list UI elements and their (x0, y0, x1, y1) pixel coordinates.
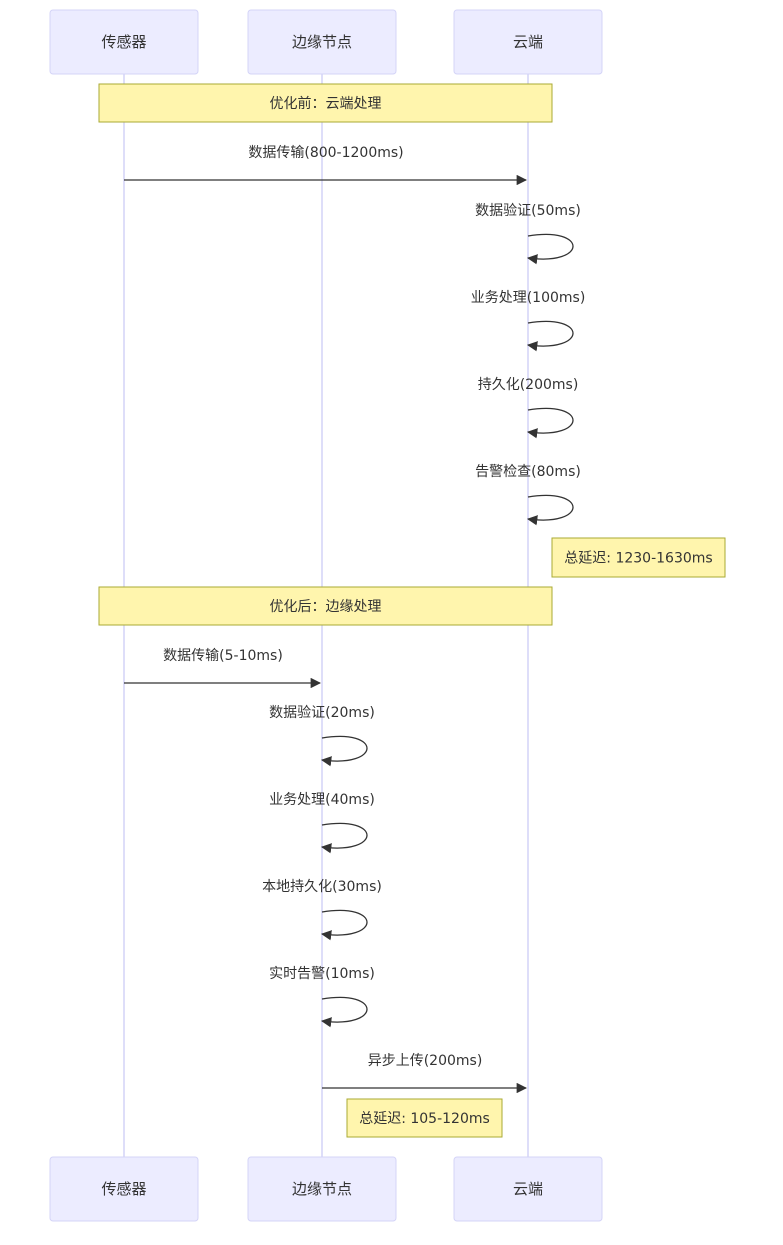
total-latency-text: 总延迟: 1230-1630ms (564, 551, 712, 567)
actor-label: 云端 (513, 33, 543, 51)
self-message-arrow (526, 233, 574, 265)
actor-box (247, 9, 397, 75)
self-message-arrow (526, 320, 574, 352)
actor-label: 边缘节点 (292, 33, 352, 51)
actor-box (247, 1156, 397, 1222)
message-1-4: 实时告警(10ms) (269, 966, 375, 1028)
actor-label: 传感器 (101, 33, 146, 51)
actor-cloud-bottom: 云端 (453, 1156, 603, 1222)
actor-edge-top: 边缘节点 (247, 9, 397, 75)
actor-label: 云端 (513, 1180, 543, 1198)
section-title: 优化前：云端处理 (270, 95, 382, 112)
actor-cloud-top: 云端 (453, 9, 603, 75)
message-1-0: 数据传输(5-10ms) (124, 648, 322, 689)
section-note-box (98, 83, 553, 123)
actor-box (453, 1156, 603, 1222)
actor-box (49, 9, 199, 75)
self-message-arrow (320, 909, 368, 941)
message-label: 异步上传(200ms) (368, 1053, 483, 1069)
actor-sensor-bottom: 传感器 (49, 1156, 199, 1222)
message-label: 本地持久化(30ms) (262, 879, 382, 895)
self-message-arrow (526, 494, 574, 526)
message-label: 数据传输(800-1200ms) (248, 145, 403, 161)
total-latency-note-1: 总延迟: 105-120ms (346, 1098, 503, 1138)
section-note-box (98, 586, 553, 626)
message-label: 业务处理(100ms) (471, 290, 586, 306)
message-label: 告警检查(80ms) (475, 464, 581, 480)
self-message-arrow (320, 735, 368, 767)
self-message-arrow (320, 996, 368, 1028)
total-latency-note-0: 总延迟: 1230-1630ms (551, 537, 726, 578)
message-1-5: 异步上传(200ms) (322, 1053, 528, 1094)
total-latency-box (551, 537, 726, 578)
actor-label: 边缘节点 (292, 1180, 352, 1198)
section-note-1: 优化后：边缘处理 (98, 586, 553, 626)
actor-edge-bottom: 边缘节点 (247, 1156, 397, 1222)
message-1-2: 业务处理(40ms) (269, 792, 375, 854)
message-0-3: 持久化(200ms) (478, 377, 579, 439)
total-latency-text: 总延迟: 105-120ms (359, 1111, 490, 1127)
message-0-4: 告警检查(80ms) (475, 464, 581, 526)
message-label: 数据传输(5-10ms) (163, 648, 283, 664)
message-0-1: 数据验证(50ms) (475, 203, 581, 265)
actor-box (49, 1156, 199, 1222)
section-title: 优化后：边缘处理 (270, 599, 382, 615)
message-0-0: 数据传输(800-1200ms) (124, 145, 528, 186)
self-message-arrow (320, 822, 368, 854)
total-latency-box (346, 1098, 503, 1138)
message-1-3: 本地持久化(30ms) (262, 879, 382, 941)
message-label: 数据验证(50ms) (475, 203, 581, 219)
actor-sensor-top: 传感器 (49, 9, 199, 75)
actor-box (453, 9, 603, 75)
message-label: 持久化(200ms) (478, 377, 579, 393)
section-note-0: 优化前：云端处理 (98, 83, 553, 123)
message-1-1: 数据验证(20ms) (269, 705, 375, 767)
actor-label: 传感器 (101, 1180, 146, 1198)
message-label: 数据验证(20ms) (269, 705, 375, 721)
message-0-2: 业务处理(100ms) (471, 290, 586, 352)
self-message-arrow (526, 407, 574, 439)
message-label: 业务处理(40ms) (269, 792, 375, 808)
message-label: 实时告警(10ms) (269, 966, 375, 982)
